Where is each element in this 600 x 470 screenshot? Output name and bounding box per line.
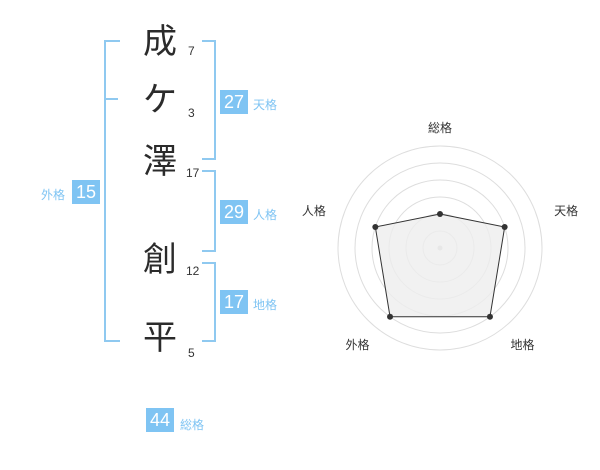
radar-point-4 (387, 313, 394, 320)
tenkaku-value: 27 (220, 90, 248, 114)
tenkaku-bracket (202, 40, 216, 160)
gaikaku-label: 外格 (41, 188, 66, 202)
gaikaku-bracket (104, 40, 120, 342)
jinkaku-value: 29 (220, 200, 248, 224)
radar-data-polygon (374, 213, 506, 318)
name-char-1: 成 (143, 22, 177, 62)
chikaku-bracket (202, 262, 216, 342)
stroke-count-5: 5 (188, 346, 195, 360)
jinkaku-bracket (202, 170, 216, 252)
radar-point-3 (486, 313, 493, 320)
radar-point-2 (501, 223, 508, 230)
radar-axis-label-1: 総格 (428, 120, 452, 135)
chikaku-label: 地格 (253, 298, 278, 312)
stroke-count-3: 17 (186, 166, 200, 180)
radar-axis-label-3: 地格 (511, 337, 535, 352)
gaikaku-bracket-tick (104, 98, 118, 100)
gaikaku-value: 15 (72, 180, 100, 204)
jinkaku-label: 人格 (253, 208, 278, 222)
name-char-5: 平 (143, 318, 177, 358)
stroke-count-2: 3 (188, 106, 195, 120)
radar-axis-label-5: 人格 (302, 203, 326, 218)
radar-grid-ring-5 (354, 162, 526, 334)
radar-point-1 (437, 211, 443, 217)
soukaku-value: 44 (146, 408, 174, 432)
tenkaku-label: 天格 (253, 98, 278, 112)
name-char-4: 創 (143, 240, 177, 280)
stroke-count-1: 7 (188, 44, 195, 58)
radar-point-5 (372, 223, 379, 230)
stroke-count-4: 12 (186, 264, 200, 278)
soukaku-label: 総格 (180, 418, 205, 432)
radar-axis-label-2: 天格 (554, 203, 578, 218)
name-char-3: 澤 (143, 142, 177, 182)
radar-axis-label-4: 外格 (345, 337, 369, 352)
radar-grid-ring-6 (337, 145, 543, 351)
name-char-2: ケ (143, 80, 177, 120)
chikaku-value: 17 (220, 290, 248, 314)
